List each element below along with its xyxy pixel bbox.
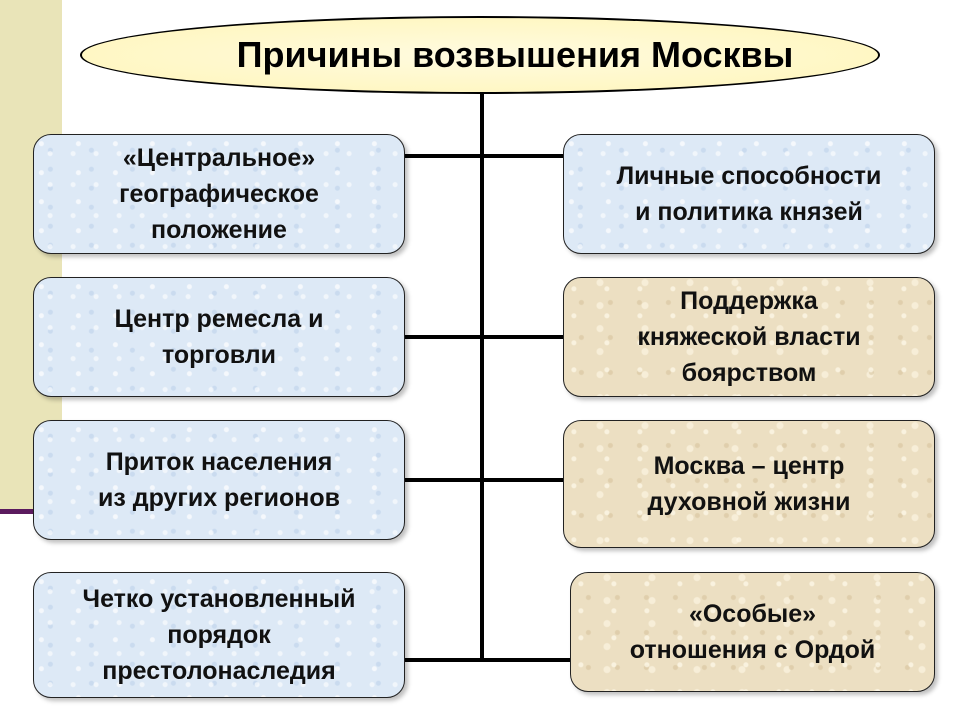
cause-box-princes-policy: Личные способности и политика князей [563, 134, 935, 254]
cause-box-crafts-trade-center: Центр ремесла и торговли [33, 277, 405, 397]
cause-box-horde-relations: «Особые» отношения с Ордой [570, 572, 935, 692]
cause-box-succession-order: Четко установленный порядок престолонасл… [33, 572, 405, 698]
side-decoration-line [0, 509, 62, 514]
cause-box-central-location: «Центральное» географическое положение [33, 134, 405, 254]
title-oval [80, 16, 880, 94]
cause-box-spiritual-center: Москва – центр духовной жизни [563, 420, 935, 548]
cause-box-population-influx: Приток населения из других регионов [33, 420, 405, 540]
cause-box-boyar-support: Поддержка княжеской власти боярством [563, 277, 935, 397]
diagram-title: Причины возвышения Москвы [236, 34, 794, 75]
